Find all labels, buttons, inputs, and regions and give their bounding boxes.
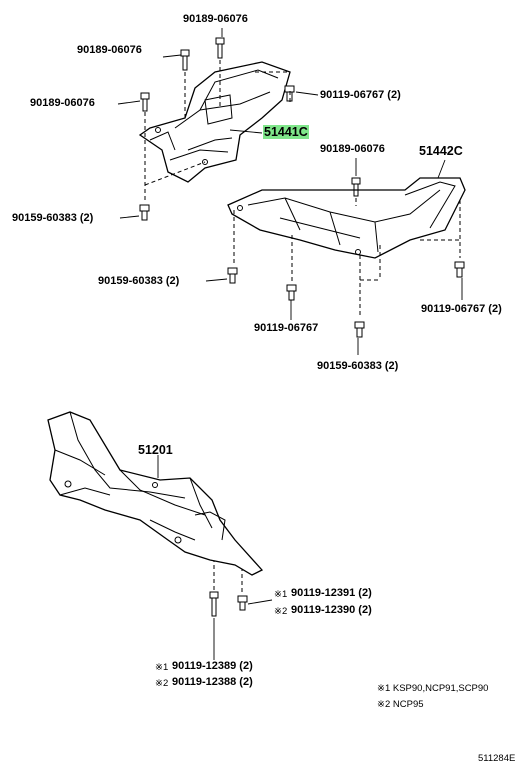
label-90189-06076-mid: 90189-06076	[30, 97, 95, 109]
mark-2-b: ※2	[155, 678, 169, 689]
label-90189-06076-left: 90189-06076	[77, 44, 142, 56]
mark-2-a: ※2	[274, 606, 288, 617]
drawing-id: 511284E	[478, 753, 516, 764]
crossmember-51201	[47, 411, 264, 576]
label-51441c: 51441C	[263, 125, 309, 139]
mark-1-a: ※1	[274, 589, 288, 600]
bolts	[139, 37, 465, 617]
label-90119-06767-b: 90119-06767 (2)	[421, 303, 502, 315]
engine-under-cover-51441c	[138, 61, 291, 183]
footnote-2: ※2 NCP95	[377, 699, 424, 710]
alignment-lines	[144, 60, 461, 594]
label-51201: 51201	[138, 443, 173, 457]
label-90119-06767-c: 90119-06767	[254, 322, 319, 334]
label-90159-60383-c: 90159-60383 (2)	[317, 360, 399, 372]
label-90119-12389: 90119-12389 (2)	[172, 660, 253, 672]
label-90119-06767-a: 90119-06767 (2)	[320, 89, 401, 101]
label-90119-12388: 90119-12388 (2)	[172, 676, 253, 688]
leader-lines	[117, 28, 463, 660]
label-90159-60383-a: 90159-60383 (2)	[12, 212, 94, 224]
label-90159-60383-b: 90159-60383 (2)	[98, 275, 180, 287]
label-90119-12390: 90119-12390 (2)	[291, 604, 372, 616]
highlighted-part-51441c: 51441C	[263, 125, 309, 139]
mark-1-b: ※1	[155, 662, 169, 673]
footnote-1: ※1 KSP90,NCP91,SCP90	[377, 683, 489, 694]
label-90189-06076-right: 90189-06076	[320, 143, 385, 155]
engine-under-cover-51442c	[227, 177, 466, 259]
label-90189-06076-top: 90189-06076	[183, 13, 248, 25]
label-51442c: 51442C	[419, 144, 463, 158]
label-90119-12391: 90119-12391 (2)	[291, 587, 372, 599]
